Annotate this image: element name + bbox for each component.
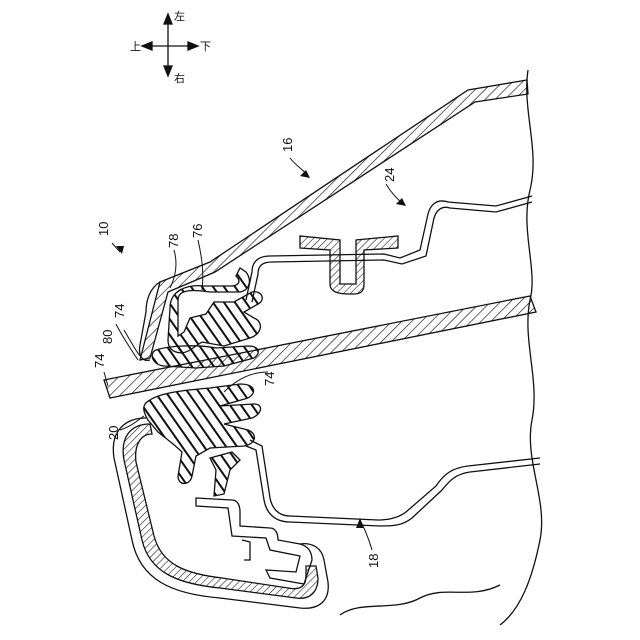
lower-retainer [196,498,312,584]
label-16: 16 [280,138,295,152]
break-line-right [500,70,542,625]
arrow-10 [116,246,124,254]
label-74-upper: 74 [112,304,127,318]
label-24: 24 [382,168,397,182]
arrow-16 [300,170,310,178]
label-18: 18 [366,554,381,568]
label-74-right: 74 [262,372,277,386]
compass-left-label: 上 [130,40,141,53]
label-80: 80 [100,330,115,344]
lower-panel-b [246,446,540,526]
lower-panel [250,440,540,520]
lower-retainer-foot [242,540,250,560]
label-10: 10 [96,222,111,236]
break-line-bottom [340,585,500,615]
label-74-left: 74 [92,354,107,368]
label-76: 76 [190,224,205,238]
compass-down-label: 右 [174,71,185,85]
label-20: 20 [106,426,121,440]
label-78: 78 [166,234,181,248]
lower-seal-tail [210,452,240,496]
compass [142,14,198,76]
upper-retainer-clip [300,236,398,294]
lower-seal [144,384,261,484]
compass-right-label: 下 [200,40,211,53]
compass-up-label: 左 [174,10,185,23]
